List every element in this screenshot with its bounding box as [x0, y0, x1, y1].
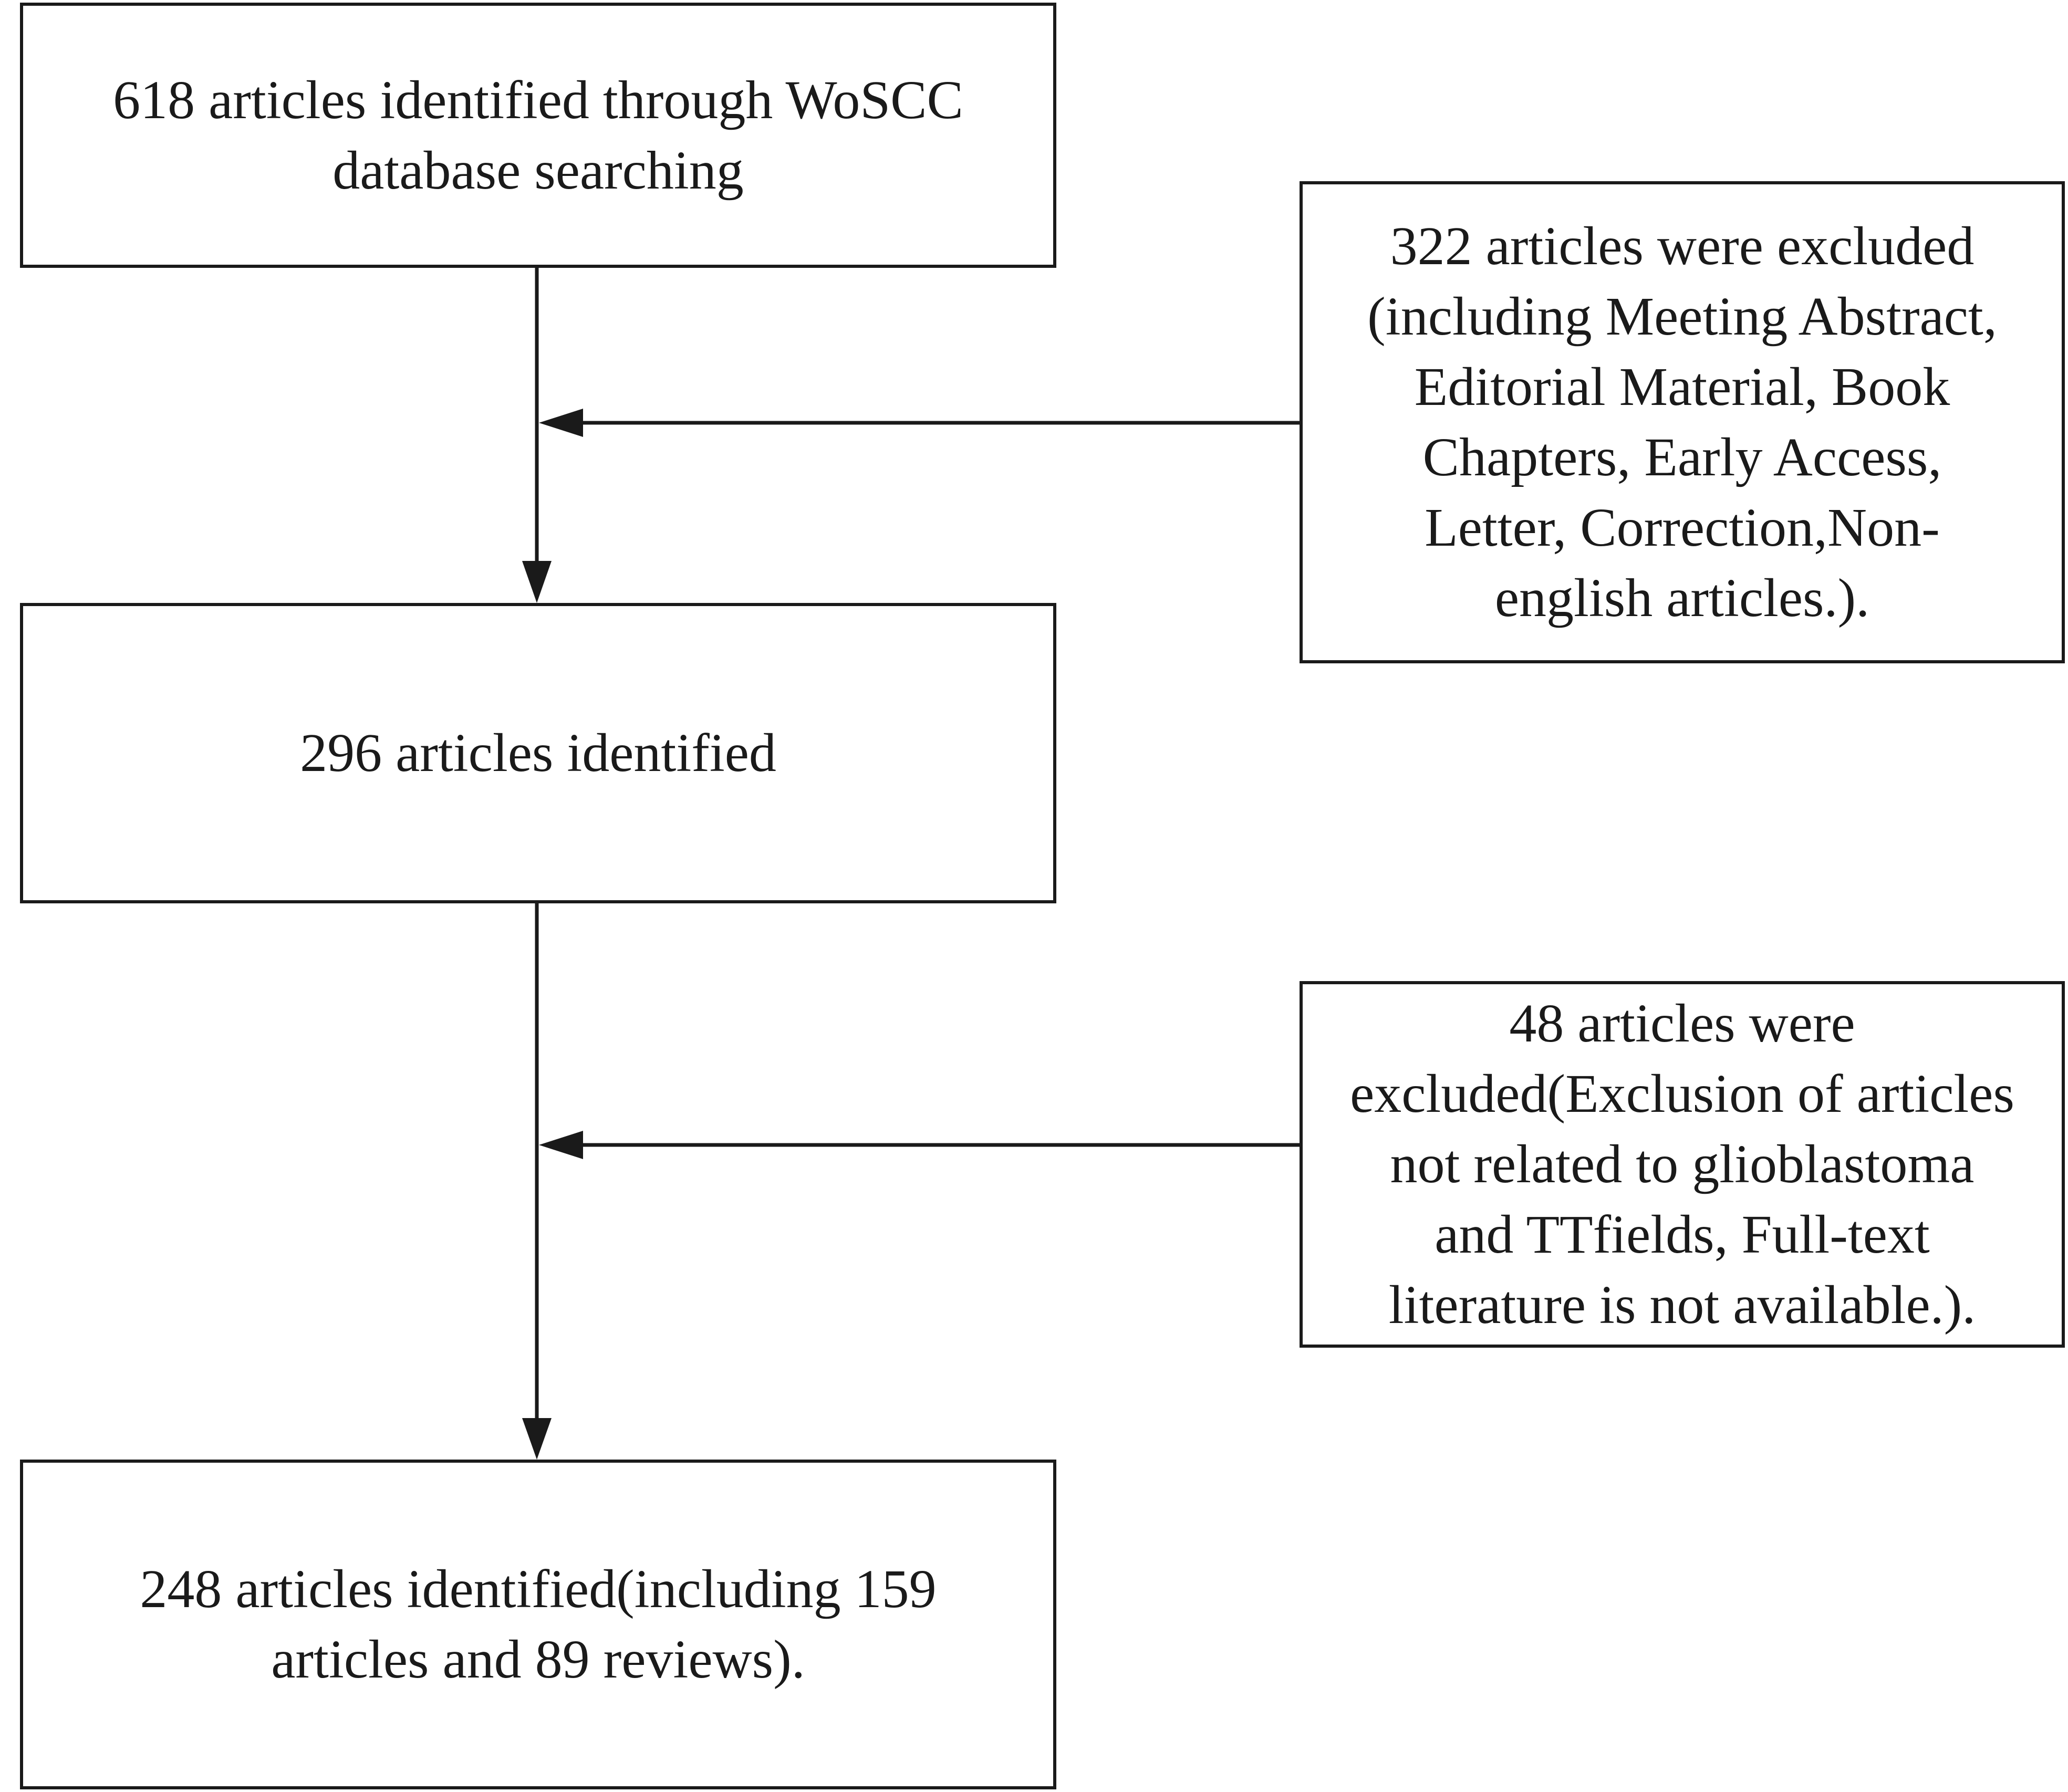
box-exclusion-1: 322 articles were excluded (including Me… [1300, 181, 2065, 663]
box-final-included-text: 248 articles identified(including 159 ar… [140, 1559, 937, 1690]
box-exclusion-1-text: 322 articles were excluded (including Me… [1367, 216, 1997, 628]
box-final-included: 248 articles identified(including 159 ar… [20, 1460, 1056, 1789]
arrowhead-exclusion-1 [539, 409, 583, 437]
box-identified-text: 296 articles identified [300, 723, 776, 783]
arrowhead-exclusion-2 [539, 1131, 583, 1159]
box-initial-search: 618 articles identified through WoSCC da… [20, 3, 1056, 268]
arrowhead-mid-to-final [522, 1418, 552, 1460]
box-exclusion-2: 48 articles were excluded(Exclusion of a… [1300, 981, 2065, 1348]
box-exclusion-2-text: 48 articles were excluded(Exclusion of a… [1350, 993, 2014, 1335]
arrowhead-start-to-mid [522, 561, 552, 603]
box-initial-search-text: 618 articles identified through WoSCC da… [113, 69, 963, 201]
box-identified: 296 articles identified [20, 603, 1056, 903]
